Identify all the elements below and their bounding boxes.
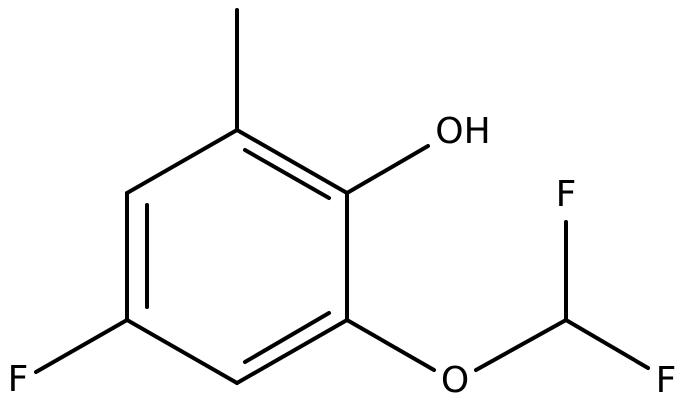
inner-bond-c3-c4 [243,311,331,364]
difluoro-bottom-fluorine-label: F [656,360,677,401]
ring-bonds [125,128,349,385]
difluoro-top-fluorine-label: F [556,174,577,215]
bond-c6-c1 [125,128,239,195]
ether-oxygen-label: O [441,360,469,401]
substituent-bonds [34,8,650,374]
ether-bond-cf2 [474,318,568,372]
ring-fluorine-bond [34,318,129,374]
aromatic-inner-bonds [145,148,331,364]
bond-c1-c2 [235,128,349,195]
ring-fluorine-label: F [8,359,29,400]
bond-c4-c5 [125,318,239,385]
hydroxyl-label: OH [435,111,490,152]
ether-bond-ring [345,318,436,372]
inner-bond-c1-c2 [243,148,331,200]
bond-c3-c4 [235,318,349,385]
hydroxyl-bond [345,144,430,195]
cf2-bottom-fluorine-bond [564,318,650,370]
